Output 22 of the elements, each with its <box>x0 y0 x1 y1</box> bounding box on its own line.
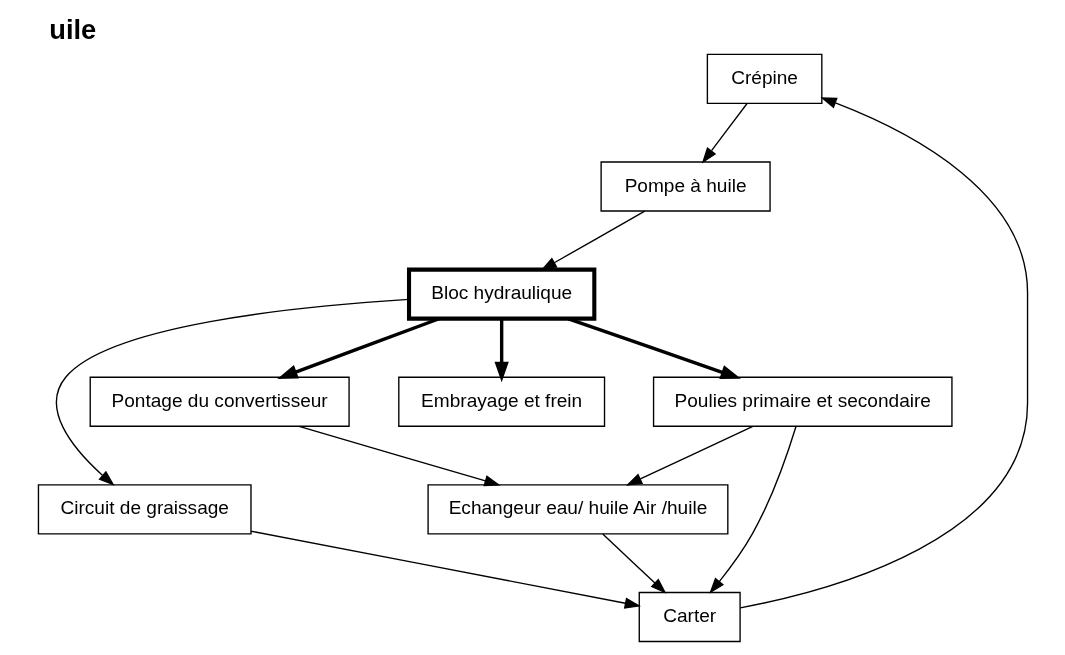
arrow <box>298 425 501 487</box>
arrow <box>276 317 440 379</box>
diagram-title: uile <box>48 14 96 46</box>
node-box: Echangeur eau/ huile Air /huile <box>426 484 728 535</box>
arrow <box>567 317 741 379</box>
arrow <box>708 426 797 594</box>
node-box: Crépine <box>706 53 822 105</box>
node-box: Pontage du convertisseur <box>89 376 350 427</box>
arrow <box>249 530 641 609</box>
arrow <box>701 102 748 164</box>
arrow <box>625 425 754 486</box>
arrow <box>540 210 645 271</box>
arrow <box>55 298 409 486</box>
node-box: Embrayage et frein <box>397 376 605 427</box>
node-box: Carter <box>638 591 741 643</box>
node-box: Circuit de graissage <box>37 484 252 535</box>
arrow <box>739 97 1028 609</box>
node-box: Pompe à huile <box>599 161 771 212</box>
node-box: Poulies primaire et secondaire <box>652 376 953 427</box>
arrow <box>494 318 509 383</box>
arrow <box>601 533 666 594</box>
node-box: Bloc hydraulique <box>406 267 596 321</box>
